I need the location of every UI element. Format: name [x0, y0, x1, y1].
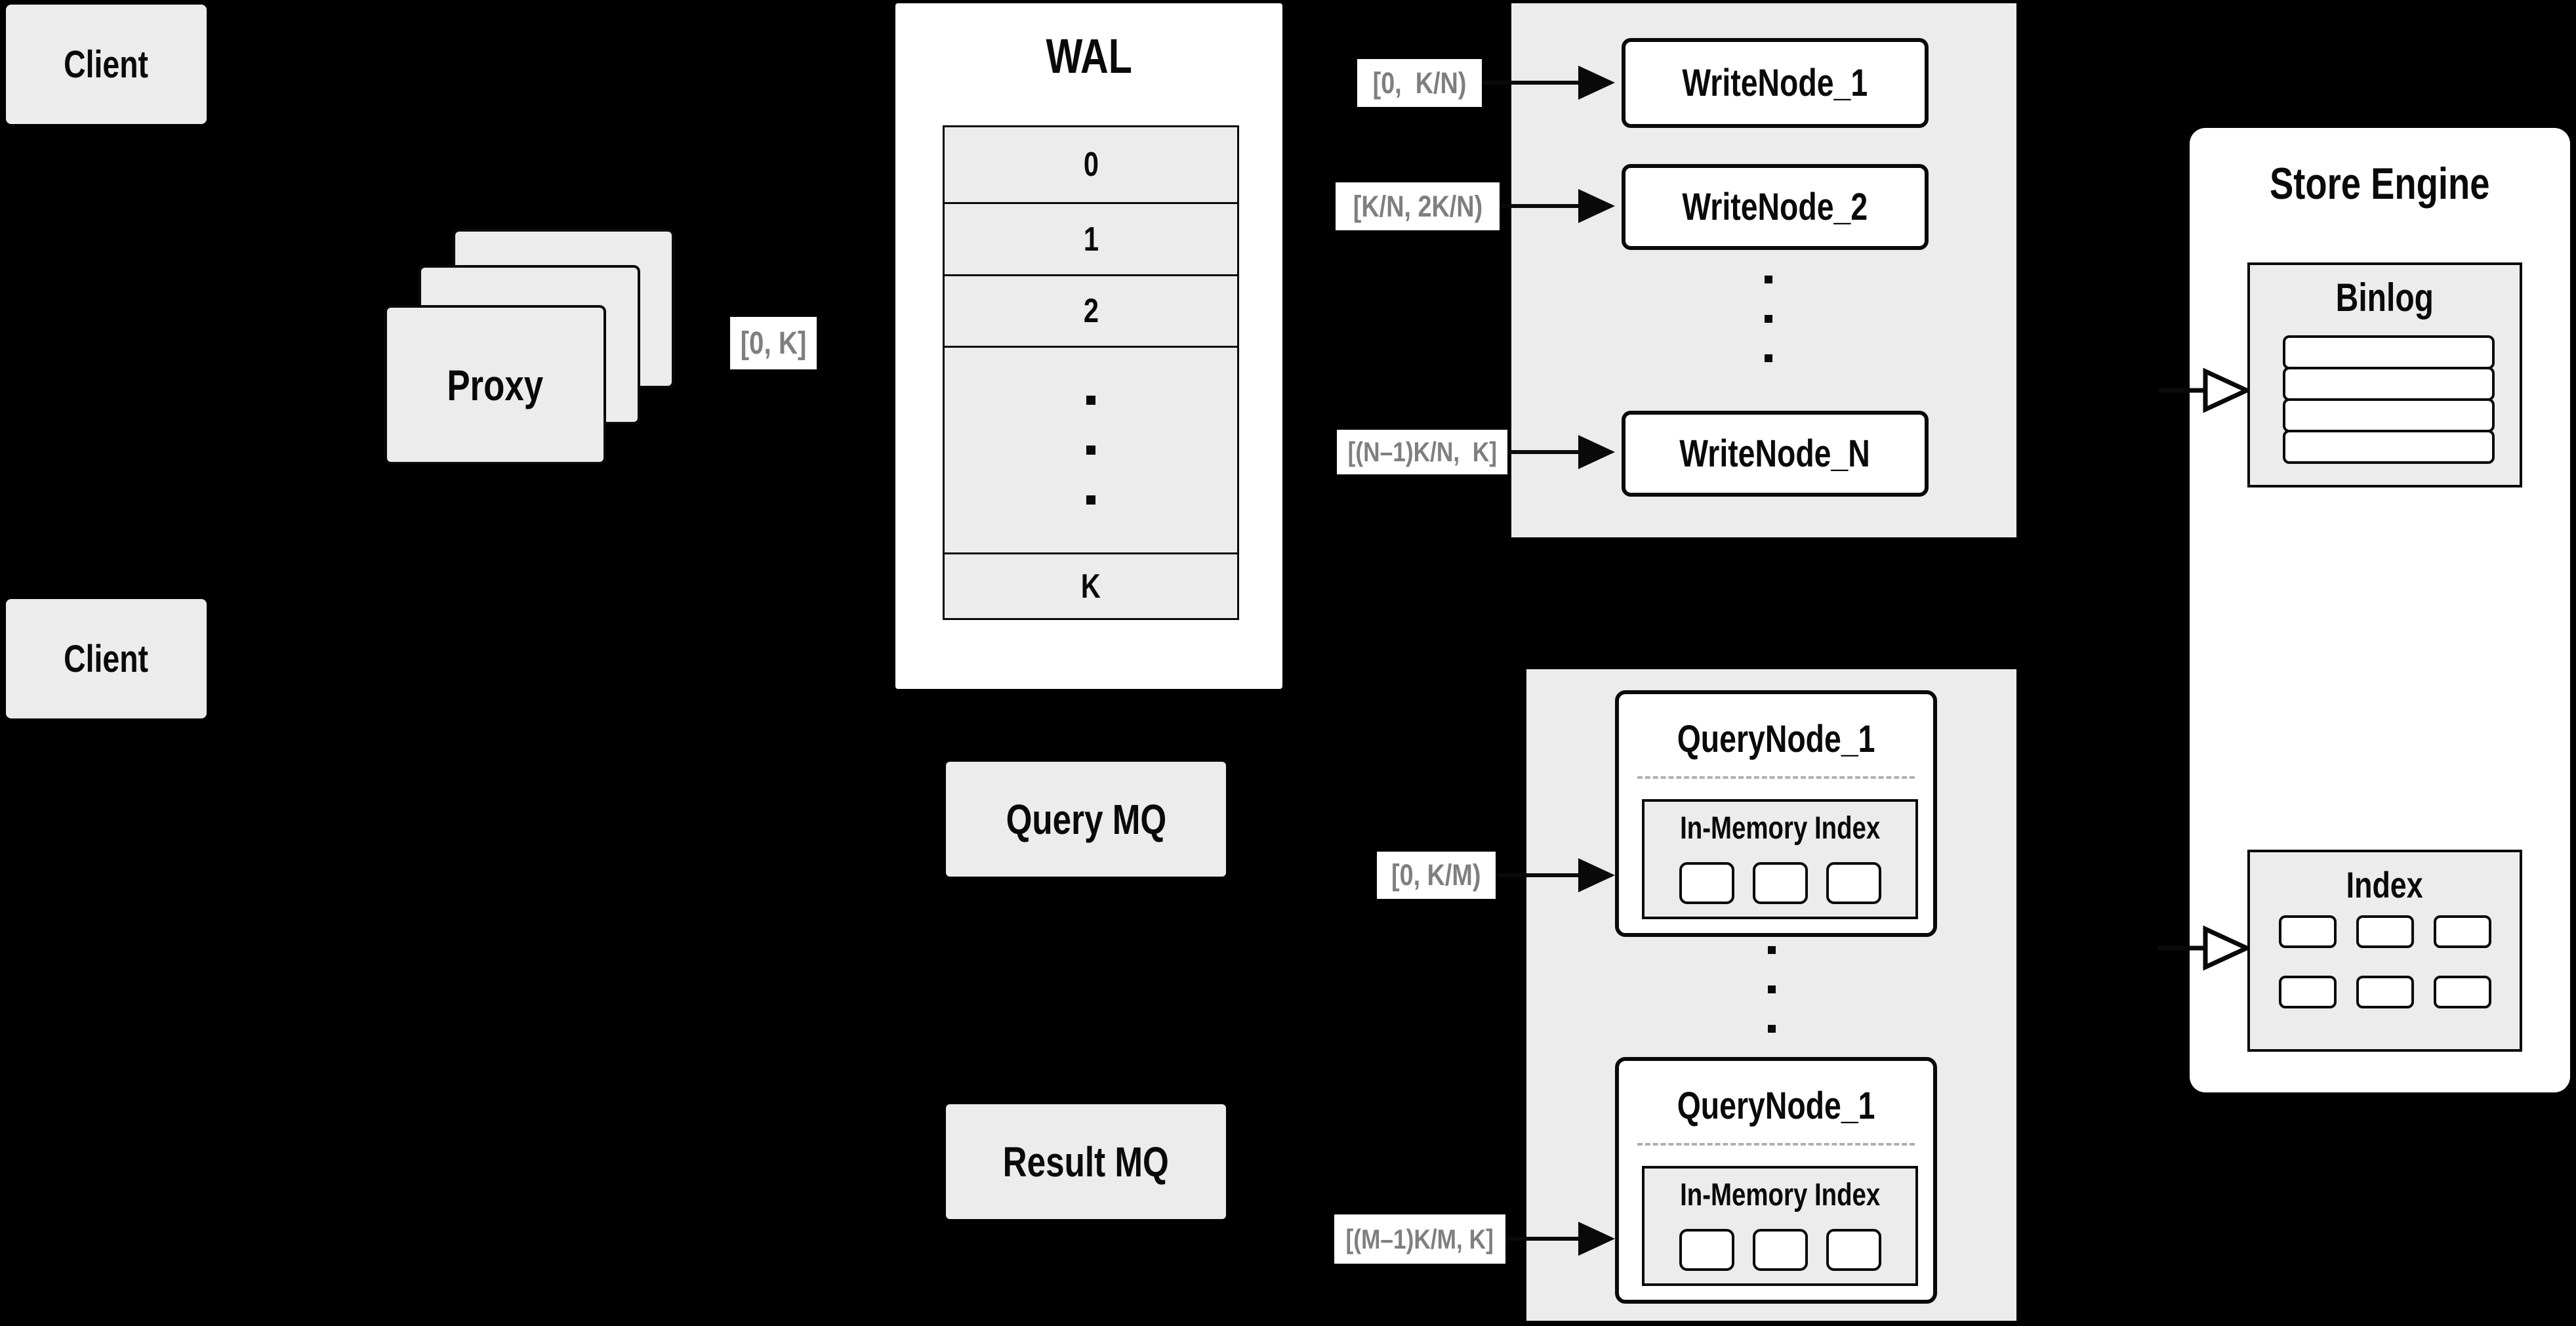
index-slot [2356, 915, 2414, 948]
index-slot [2433, 915, 2491, 948]
query-mq-box: Query MQ [946, 762, 1226, 877]
store-engine-box: Store Engine Binlog Index [2190, 128, 2570, 1092]
vertical-ellipsis-icon [1765, 276, 1772, 362]
memory-slot [1752, 862, 1808, 904]
proxy-card-front: Proxy [384, 305, 606, 465]
write-node-2-label: WriteNode_2 [1682, 186, 1868, 228]
wal-segment-row: K [943, 552, 1239, 620]
arrow-to-write-node-2 [1500, 204, 1580, 208]
vertical-ellipsis-icon [1768, 946, 1776, 1033]
arrow-to-write-node-n [1507, 450, 1580, 454]
memory-slot [1826, 862, 1881, 904]
write-node-1-label: WriteNode_1 [1682, 62, 1868, 104]
client-bottom-box: Client [6, 599, 207, 718]
proxy-label: Proxy [447, 360, 544, 409]
wal-title: WAL [1046, 28, 1132, 83]
write-node-n-label: WriteNode_N [1679, 432, 1871, 475]
index-box: Index [2247, 850, 2522, 1052]
binlog-title: Binlog [2335, 275, 2434, 320]
in-memory-slots [1645, 862, 1915, 904]
write-node-1-box: WriteNode_1 [1622, 38, 1929, 128]
client-top-label: Client [64, 43, 149, 86]
divider [1637, 1143, 1915, 1146]
in-memory-index-box: In-Memory Index [1642, 799, 1918, 919]
wal-box: WAL 0 1 2 K [895, 3, 1282, 689]
binlog-slot [2283, 430, 2495, 464]
range-label-query-m: [(M–1)K/M, K] [1334, 1214, 1505, 1264]
in-memory-index-label: In-Memory Index [1679, 810, 1881, 846]
in-memory-index-box: In-Memory Index [1642, 1166, 1918, 1286]
binlog-slot [2283, 398, 2495, 432]
index-slot [2433, 976, 2491, 1008]
arrow-to-write-node-1 [1482, 81, 1579, 85]
binlog-slot [2283, 367, 2495, 401]
arrowhead-query-node-bottom-icon [1578, 1222, 1615, 1256]
arrowhead-query-node-top-icon [1578, 858, 1615, 892]
hollow-arrow-to-index-icon [2158, 925, 2250, 971]
hollow-arrow-to-binlog-icon [2158, 367, 2250, 413]
range-label-write-1: [0, K/N) [1357, 59, 1482, 107]
index-title: Index [2346, 863, 2423, 905]
range-label-write-2: [K/N, 2K/N) [1336, 182, 1500, 230]
index-slot-row [2250, 915, 2520, 948]
arrow-to-query-node-top [1496, 873, 1580, 877]
client-bottom-label: Client [64, 637, 149, 680]
arrowhead-write-node-2-icon [1578, 189, 1615, 223]
index-slot-row [2250, 976, 2520, 1008]
memory-slot [1752, 1229, 1808, 1271]
write-node-2-box: WriteNode_2 [1622, 164, 1929, 250]
index-slot [2356, 976, 2414, 1008]
wal-ellipsis-row [943, 346, 1239, 554]
arrow-to-query-node-bottom [1506, 1237, 1580, 1241]
in-memory-index-label: In-Memory Index [1679, 1177, 1881, 1212]
memory-slot [1679, 862, 1734, 904]
store-engine-title: Store Engine [2270, 159, 2490, 209]
divider [1637, 776, 1915, 779]
wal-segment-table: 0 1 2 K [943, 125, 1239, 620]
memory-slot [1679, 1229, 1734, 1271]
wal-segment-row: 0 [943, 125, 1239, 204]
result-mq-box: Result MQ [946, 1104, 1226, 1219]
vertical-ellipsis-icon [1086, 396, 1095, 505]
in-memory-slots [1645, 1229, 1915, 1271]
binlog-slot [2283, 335, 2495, 369]
wal-segment-row: 1 [943, 202, 1239, 276]
query-node-top-title: QueryNode_1 [1677, 717, 1875, 760]
query-node-top-box: QueryNode_1 In-Memory Index [1615, 690, 1937, 937]
range-label-proxy-out: [0, K] [730, 317, 817, 369]
memory-slot [1826, 1229, 1881, 1271]
binlog-box: Binlog [2247, 262, 2522, 487]
result-mq-label: Result MQ [1002, 1138, 1170, 1186]
client-top-box: Client [6, 5, 207, 124]
arrowhead-write-node-1-icon [1578, 66, 1615, 100]
index-slot [2278, 976, 2337, 1008]
range-label-write-n: [(N–1)K/N, K] [1337, 430, 1507, 474]
write-node-n-box: WriteNode_N [1622, 411, 1929, 497]
range-label-query-1: [0, K/M) [1377, 852, 1496, 899]
index-slot [2278, 915, 2337, 948]
query-node-bottom-title: QueryNode_1 [1677, 1084, 1875, 1127]
arrowhead-write-node-n-icon [1578, 435, 1615, 469]
wal-segment-row: 2 [943, 274, 1239, 348]
query-nodes-container: QueryNode_1 In-Memory Index QueryNo [1526, 669, 2016, 1321]
query-mq-label: Query MQ [1006, 795, 1166, 843]
binlog-slots [2283, 335, 2495, 464]
query-node-bottom-box: QueryNode_1 In-Memory Index [1615, 1057, 1937, 1304]
